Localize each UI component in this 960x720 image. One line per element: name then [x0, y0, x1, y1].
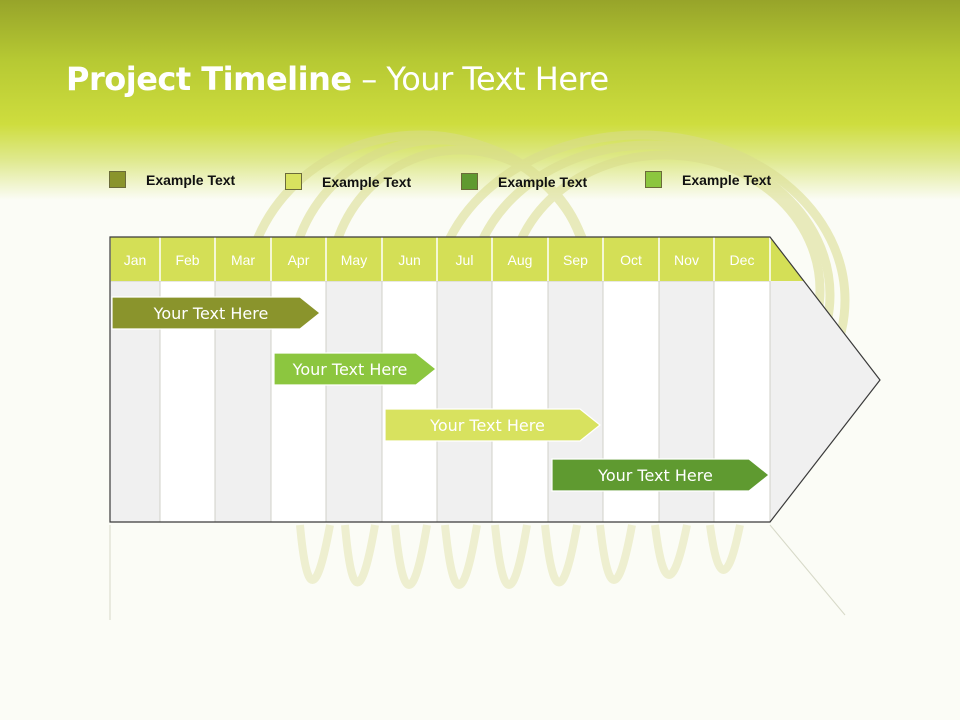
task-bar	[111, 296, 321, 330]
month-label: Jul	[456, 252, 474, 268]
month-label: Oct	[620, 252, 642, 268]
month-header-row	[110, 237, 804, 281]
month-label: May	[341, 252, 367, 268]
task-bar-label: Your Text Here	[597, 466, 713, 485]
title-rest: – Your Text Here	[351, 60, 609, 98]
header-band	[0, 0, 960, 200]
task-bar	[273, 352, 437, 386]
legend-swatch	[285, 173, 302, 190]
month-label: Sep	[563, 252, 588, 268]
legend-swatch	[461, 173, 478, 190]
month-label: Mar	[231, 252, 255, 268]
month-label: Aug	[508, 252, 533, 268]
task-bar-label: Your Text Here	[153, 304, 269, 323]
legend-swatch	[645, 171, 662, 188]
legend-swatch	[109, 171, 126, 188]
slide-title: Project Timeline – Your Text Here	[66, 60, 609, 98]
task-bar-label: Your Text Here	[429, 416, 545, 435]
month-column	[381, 280, 438, 523]
month-label: Nov	[674, 252, 699, 268]
month-column	[436, 280, 493, 523]
month-label: Dec	[730, 252, 755, 268]
timeline-outline	[109, 236, 881, 523]
legend-label: Example Text	[322, 174, 412, 190]
task-bar	[551, 458, 770, 492]
legend-label: Example Text	[682, 172, 772, 188]
month-column	[325, 280, 383, 523]
task-bar-label: Your Text Here	[292, 360, 408, 379]
month-label: Feb	[175, 252, 199, 268]
title-bold: Project Timeline	[66, 60, 352, 98]
legend-label: Example Text	[498, 174, 588, 190]
legend-label: Example Text	[146, 172, 236, 188]
month-label: Apr	[288, 252, 310, 268]
month-label: Jan	[124, 252, 147, 268]
task-bar	[384, 408, 601, 442]
month-label: Jun	[398, 252, 421, 268]
month-column	[491, 280, 549, 523]
